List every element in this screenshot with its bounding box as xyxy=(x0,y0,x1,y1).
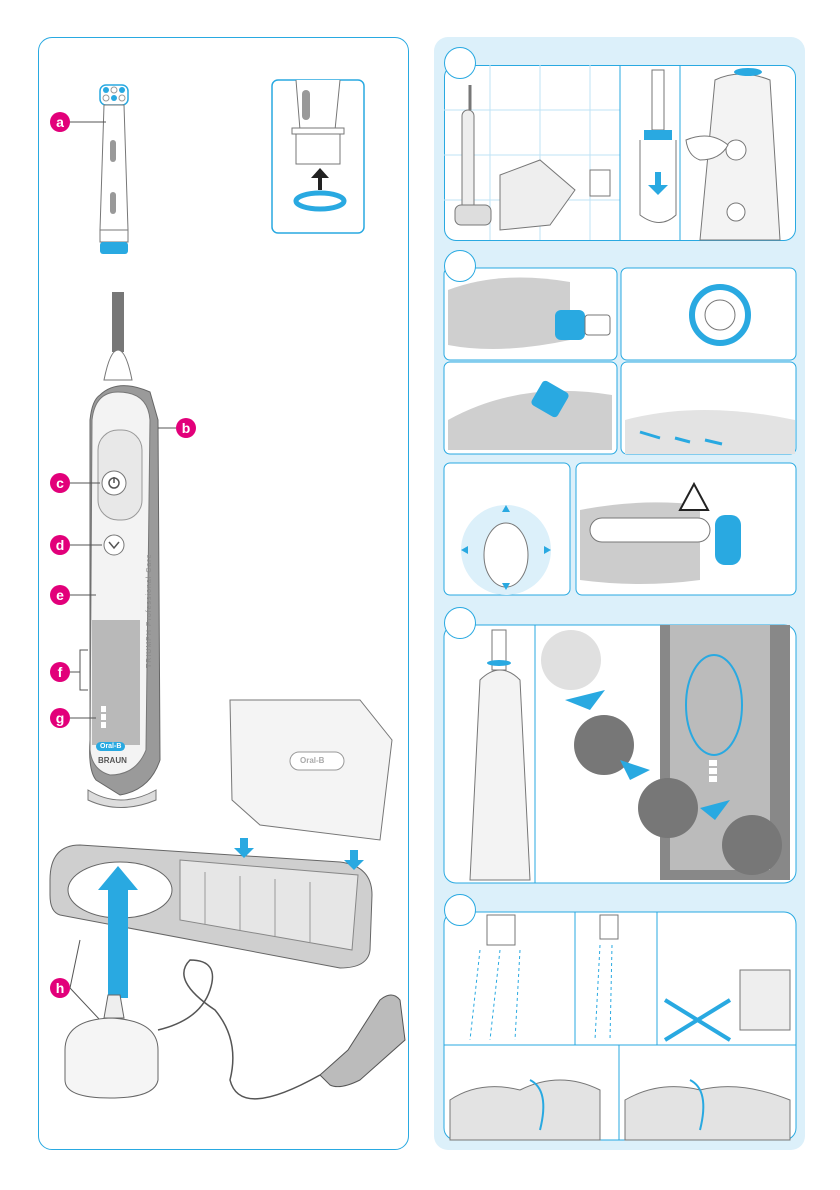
step4-number xyxy=(444,894,476,926)
step2-number xyxy=(444,250,476,282)
step1-number xyxy=(444,47,476,79)
step3-number xyxy=(444,607,476,639)
